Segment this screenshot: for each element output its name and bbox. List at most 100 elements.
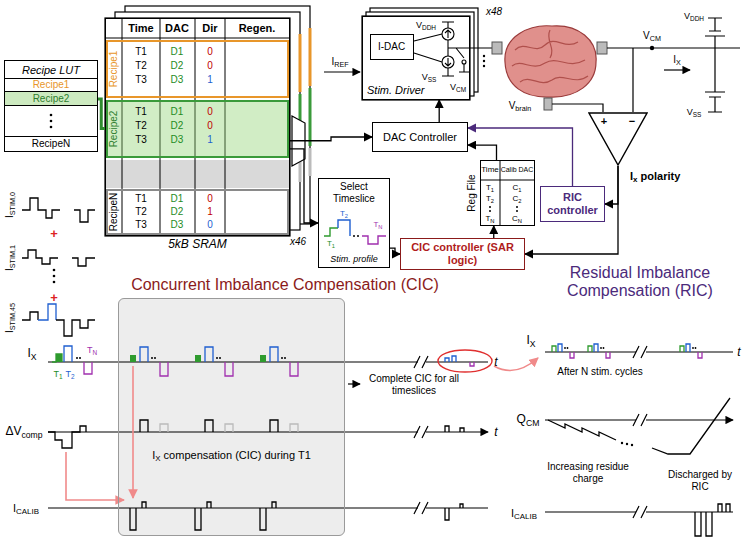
signal-label: t — [737, 346, 740, 360]
sram-table: 5kB SRAMRecipe1Recipe2RecipeN — [105, 18, 290, 236]
subscript: 1 — [491, 187, 494, 193]
register-grid — [480, 160, 535, 226]
electrode — [492, 42, 607, 110]
stim-profile-wave — [324, 220, 386, 244]
controller-box: RIC controller — [540, 186, 605, 222]
repeated-pulse — [160, 362, 168, 376]
text-run: V — [643, 30, 650, 41]
node-text: Ix polarity — [630, 170, 685, 183]
signal-label: QCM — [517, 413, 540, 427]
repeated-pulse — [140, 347, 148, 362]
ellipsis-dots — [50, 126, 53, 129]
text-run: V — [509, 100, 516, 111]
table-cell: D3 — [171, 134, 184, 146]
supply-circuit — [552, 18, 740, 112]
signal-label: ISTIM,45 — [4, 303, 16, 333]
ellipsis-dots — [483, 60, 485, 62]
stim-current-wave — [38, 304, 56, 320]
recipe-band: RecipeN — [106, 189, 289, 235]
signal-label: IREF — [331, 56, 348, 68]
table-cell: D1 — [171, 106, 184, 118]
table-cell: Calib DAC — [500, 166, 534, 174]
repeated-pulse — [260, 355, 266, 362]
ellipsis-dots — [353, 235, 355, 237]
table-cell: Time — [128, 22, 153, 35]
signal-label: t — [494, 426, 497, 440]
signal-label: ISTIM,0 — [4, 192, 16, 218]
node-text: Recipe2 — [33, 93, 70, 105]
subscript: 2 — [491, 198, 494, 204]
signal-label: VDDH — [416, 20, 436, 30]
signal-label: − — [629, 115, 635, 128]
current-waveform — [548, 420, 616, 440]
text-run: V — [416, 20, 422, 30]
table-cell: T2 — [486, 194, 494, 203]
current-source — [462, 60, 466, 64]
node-text: Recipe LUT — [5, 64, 97, 77]
brain-illustration — [512, 30, 588, 83]
current-source — [414, 22, 492, 76]
repeated-pulse — [216, 357, 218, 359]
repeated-pulse — [290, 424, 298, 432]
repeated-pulse — [588, 346, 592, 352]
text-run: I — [630, 170, 633, 182]
repeated-pulse — [698, 352, 702, 358]
connector — [290, 137, 372, 141]
text-run: V — [450, 82, 456, 92]
subscript: N — [378, 224, 382, 230]
table-cell: T3 — [135, 219, 147, 231]
repeated-pulse — [195, 502, 211, 530]
repeated-pulse — [225, 424, 233, 432]
ellipsis-dots — [53, 275, 56, 278]
table-cell: D2 — [171, 206, 184, 218]
text-run: C — [513, 183, 519, 192]
signal-label: T2 — [340, 209, 348, 218]
repeated-pulse — [151, 357, 153, 359]
signal-label: VCM — [643, 30, 661, 42]
ellipsis-dots — [516, 210, 518, 212]
supply-circuit — [705, 18, 725, 112]
table-cell: 1 — [207, 74, 213, 86]
table-cell: T1 — [486, 183, 494, 192]
electrode — [597, 42, 607, 54]
repeated-pulse — [695, 347, 697, 349]
table-cell: CN — [512, 214, 522, 223]
annotation-note: After N stim. cycles — [557, 366, 643, 378]
ellipsis-dots — [53, 281, 56, 284]
subscript: N — [518, 218, 522, 224]
brain-illustration — [505, 26, 596, 97]
text-run: I — [27, 346, 30, 360]
text-run: compensation (CIC) during T1 — [161, 449, 311, 461]
table-cell: TN — [485, 214, 494, 223]
subscript: 1 — [59, 373, 63, 380]
electrode — [544, 98, 552, 110]
subscript: DDH — [422, 24, 436, 31]
current-waveform — [695, 504, 730, 536]
subscript: 2 — [518, 198, 521, 204]
signal-label: IX — [27, 347, 36, 361]
signal-label: TN — [87, 345, 97, 355]
stim-profile-wave — [338, 220, 350, 236]
text-run: I — [673, 54, 676, 65]
time-axis — [646, 511, 733, 512]
ellipsis-dots — [53, 269, 56, 272]
signal-label: VSS — [422, 72, 437, 82]
table-cell: T1 — [135, 193, 147, 205]
ellipsis-dots — [50, 114, 53, 117]
ellipsis-dots — [79, 357, 81, 359]
node-text: I-DAC — [378, 41, 405, 53]
node-subtext: Stim. profile — [319, 254, 389, 264]
annotation-note: Increasing residue charge — [538, 461, 638, 484]
current-waveform — [64, 346, 72, 362]
amplifier-outline — [588, 112, 648, 166]
time-axis — [48, 362, 418, 508]
reference-arrow — [324, 71, 360, 72]
repeated-pulse — [600, 347, 602, 349]
repeated-pulse — [686, 344, 690, 352]
subscript: CALIB — [514, 512, 537, 521]
repeated-pulse — [195, 355, 201, 362]
subscript: comp — [21, 430, 42, 440]
electrode — [492, 42, 502, 54]
repeated-pulse — [205, 420, 213, 432]
table-cell: Time — [481, 165, 498, 174]
